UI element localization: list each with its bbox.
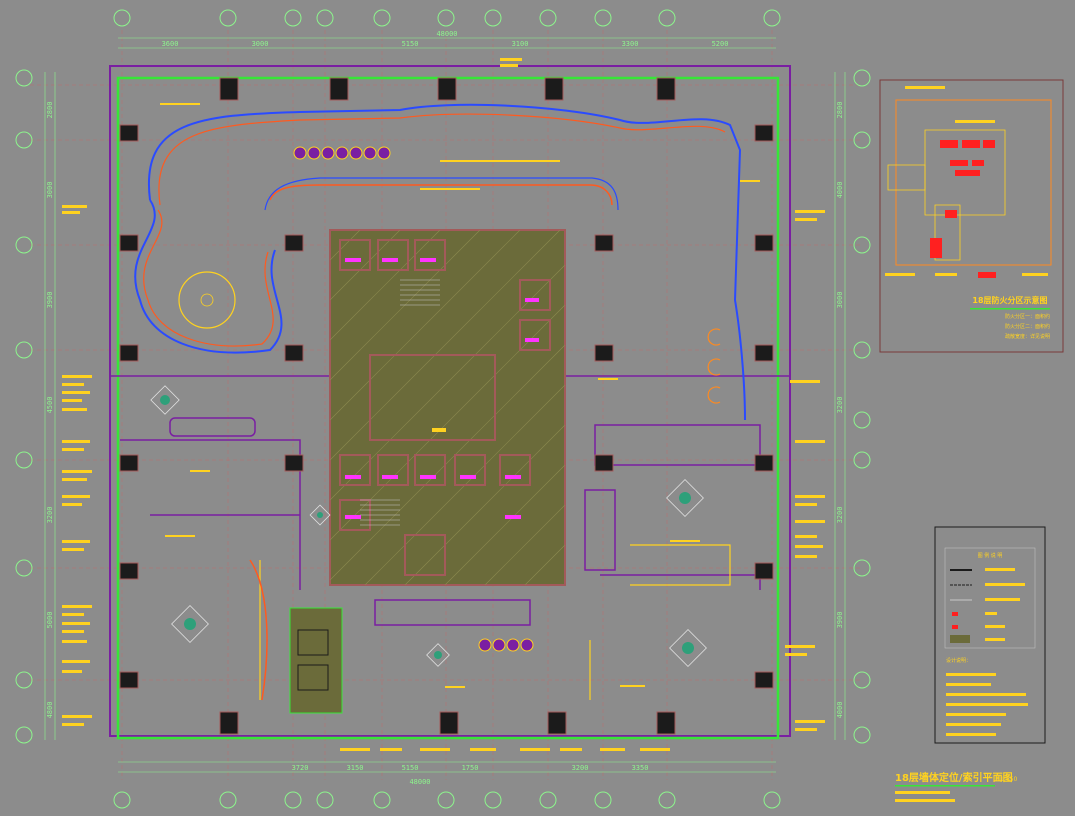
- central-core: [329, 229, 566, 586]
- inset-legend-1: 防火分区一：面积约: [1005, 313, 1050, 320]
- lounge-curve-blue: [134, 199, 283, 354]
- dim-top-1: 3600: [162, 40, 179, 48]
- dim-right-2: 4000: [836, 182, 844, 199]
- dim-bottom-6: 3350: [632, 764, 649, 772]
- right-dimension-texts: 2800 4000 3000 3200 3200 3900 4000: [836, 102, 844, 719]
- bottom-dimension-texts: 3720 3150 5150 1750 3200 3350 48000: [292, 764, 649, 786]
- left-dimension-texts: 2800 3000 3900 4500 3200 5000 4800: [46, 102, 54, 719]
- columns: [119, 77, 774, 735]
- lights-row-top: [293, 146, 391, 160]
- core-stairs: [360, 279, 440, 526]
- planters: [150, 385, 707, 667]
- legend-notes-title: 设计说明：: [946, 657, 971, 664]
- dim-top-total: 48000: [436, 30, 457, 38]
- bottom-axis-markers: [113, 791, 781, 809]
- dim-bottom-total: 48000: [409, 778, 430, 786]
- dim-right-3: 3000: [836, 292, 844, 309]
- dim-bottom-3: 5150: [402, 764, 419, 772]
- dim-bottom-1: 3720: [292, 764, 309, 772]
- arc-lights-right: [707, 328, 721, 404]
- dim-bottom-2: 3150: [347, 764, 364, 772]
- dim-right-6: 3900: [836, 612, 844, 629]
- legend-title: 图 例 说 明: [978, 552, 1003, 559]
- dim-right-1: 2800: [836, 102, 844, 119]
- annotation-bars: [62, 58, 825, 751]
- dim-left-7: 4800: [46, 702, 54, 719]
- right-axis-markers: [853, 69, 871, 744]
- drawing-title: 18层墙体定位/索引平面图: [895, 771, 1013, 784]
- drawing-title-block: 18层墙体定位/索引平面图 1:150: [895, 771, 1017, 802]
- interior-walls: [120, 417, 761, 626]
- curved-corridor-red: [158, 113, 726, 206]
- lights-row-bottom: [478, 638, 534, 652]
- inner-corridor-red: [269, 184, 613, 206]
- dimension-lines: [44, 37, 846, 773]
- dim-top-5: 3300: [622, 40, 639, 48]
- dim-right-5: 3200: [836, 507, 844, 524]
- shaft-box-2: [297, 664, 329, 691]
- dim-top-6: 5200: [712, 40, 729, 48]
- red-curve-left: [249, 559, 268, 701]
- round-table: [178, 271, 236, 329]
- drawing-scale: 1:150: [1000, 776, 1017, 783]
- dim-top-3: 5150: [402, 40, 419, 48]
- inset-legend-2: 防火分区二：面积约: [1005, 323, 1050, 330]
- shaft-box-1: [297, 629, 329, 656]
- core-rooms: [339, 239, 551, 576]
- core-labels: [345, 258, 539, 519]
- left-axis-markers: [15, 69, 33, 744]
- dim-left-3: 3900: [46, 292, 54, 309]
- round-table-center: [200, 293, 214, 307]
- lounge-curve-red: [143, 209, 274, 347]
- dim-left-2: 3000: [46, 182, 54, 199]
- dim-left-5: 3200: [46, 507, 54, 524]
- dim-top-4: 3100: [512, 40, 529, 48]
- inset-title: 18层防火分区示意图: [972, 295, 1047, 305]
- dim-top-2: 3000: [252, 40, 269, 48]
- inner-corridor-blue: [264, 177, 619, 211]
- dim-right-4: 3200: [836, 397, 844, 414]
- lower-left-shaft: [289, 607, 343, 714]
- dim-left-1: 2800: [46, 102, 54, 119]
- dim-bottom-5: 3200: [572, 764, 589, 772]
- legend-box: 图 例 说 明 设计说明：: [934, 526, 1046, 744]
- fire-zone-inset: 18层防火分区示意图 防火分区一：面积约 防火分区二：面积约 疏散宽度：详见说明: [879, 79, 1064, 353]
- top-axis-markers: [113, 9, 781, 27]
- inset-legend-3: 疏散宽度：详见说明: [1005, 333, 1050, 340]
- dim-bottom-4: 1750: [462, 764, 479, 772]
- top-dimension-texts: 3600 3000 5150 3100 3300 5200 48000: [162, 30, 729, 48]
- dim-right-7: 4000: [836, 702, 844, 719]
- dim-left-6: 5000: [46, 612, 54, 629]
- curved-corridor-blue: [147, 103, 746, 421]
- dim-left-4: 4500: [46, 397, 54, 414]
